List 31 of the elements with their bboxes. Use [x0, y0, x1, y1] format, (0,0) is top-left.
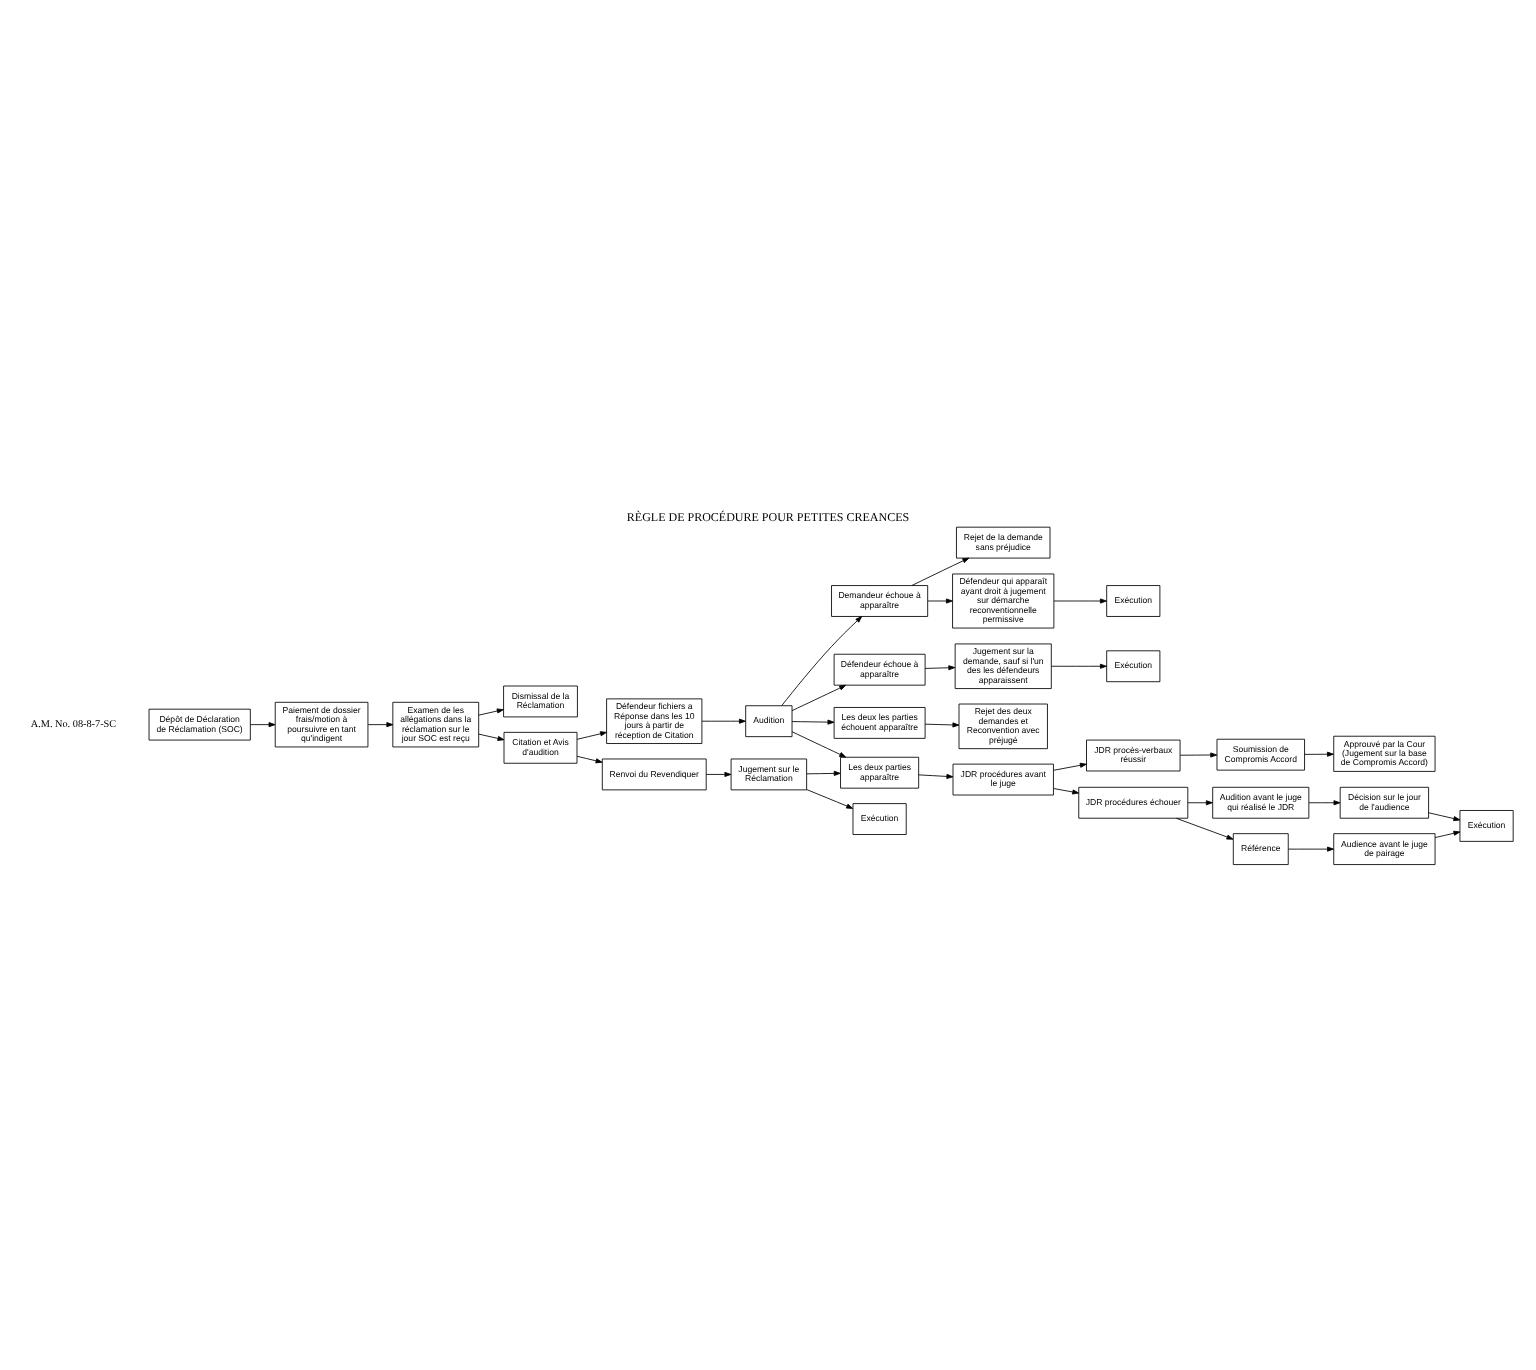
arrow [924, 721, 960, 727]
arrow [1308, 799, 1341, 805]
arrow [806, 788, 854, 808]
arrow [924, 664, 956, 670]
arrow [1053, 597, 1107, 603]
arrow [1287, 845, 1334, 851]
arrow [1434, 829, 1461, 837]
arrow [781, 615, 863, 706]
arrow [1051, 662, 1107, 668]
arrow [927, 597, 953, 603]
arrow [1179, 751, 1218, 757]
arrow [367, 721, 394, 727]
arrow [1053, 787, 1080, 794]
arrow [1187, 799, 1213, 805]
arrow [918, 772, 954, 778]
arrow [911, 556, 970, 585]
arrow [791, 730, 847, 757]
arrow [791, 683, 847, 711]
arrow [1428, 811, 1461, 821]
arrow [478, 732, 505, 740]
arrow [576, 754, 603, 763]
arrow [791, 718, 835, 724]
arrow [1304, 750, 1334, 756]
arrow [1175, 816, 1234, 839]
arrow [701, 717, 746, 723]
arrow [705, 770, 732, 776]
arrow [250, 721, 276, 727]
arrow [576, 730, 607, 739]
arrow [478, 707, 504, 715]
arrow [1053, 761, 1087, 770]
arrow [806, 769, 841, 775]
